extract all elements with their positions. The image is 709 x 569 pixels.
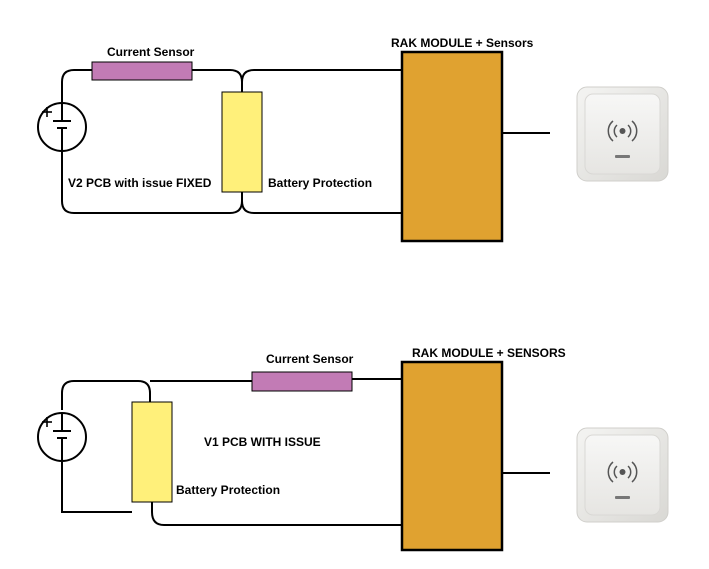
top-module-label: RAK MODULE + Sensors: [391, 36, 534, 50]
top-wire-outer-loop: [61, 69, 243, 214]
battery-source-icon: [37, 102, 87, 152]
top-battery-protection-label: Battery Protection: [268, 176, 372, 190]
rfid-reader-icon: [576, 427, 669, 523]
top-rak-module: [400, 50, 504, 243]
bottom-battery-protection-label: Battery Protection: [176, 483, 280, 497]
bottom-wire-outer-loop: [61, 380, 151, 513]
bottom-pcb-label: V1 PCB WITH ISSUE: [204, 435, 321, 449]
top-current-sensor-label: Current Sensor: [107, 45, 195, 59]
bottom-circuit: Current Sensor Battery Protection V1 PCB…: [37, 346, 669, 552]
bottom-battery-protection: [131, 401, 173, 503]
bottom-wire-to-module: [150, 378, 402, 526]
bottom-current-sensor: [251, 371, 353, 392]
bottom-rak-module: [400, 360, 504, 552]
top-battery-protection: [221, 91, 263, 193]
top-current-sensor: [91, 61, 193, 81]
top-circuit: Current Sensor Battery Protection V2 PCB…: [37, 36, 669, 243]
rfid-reader-icon: [576, 86, 669, 182]
bottom-module-label: RAK MODULE + SENSORS: [412, 346, 566, 360]
bottom-current-sensor-label: Current Sensor: [266, 352, 354, 366]
top-wire-to-module: [241, 69, 402, 214]
battery-source-icon: [37, 412, 87, 462]
top-pcb-label: V2 PCB with issue FIXED: [68, 176, 212, 190]
